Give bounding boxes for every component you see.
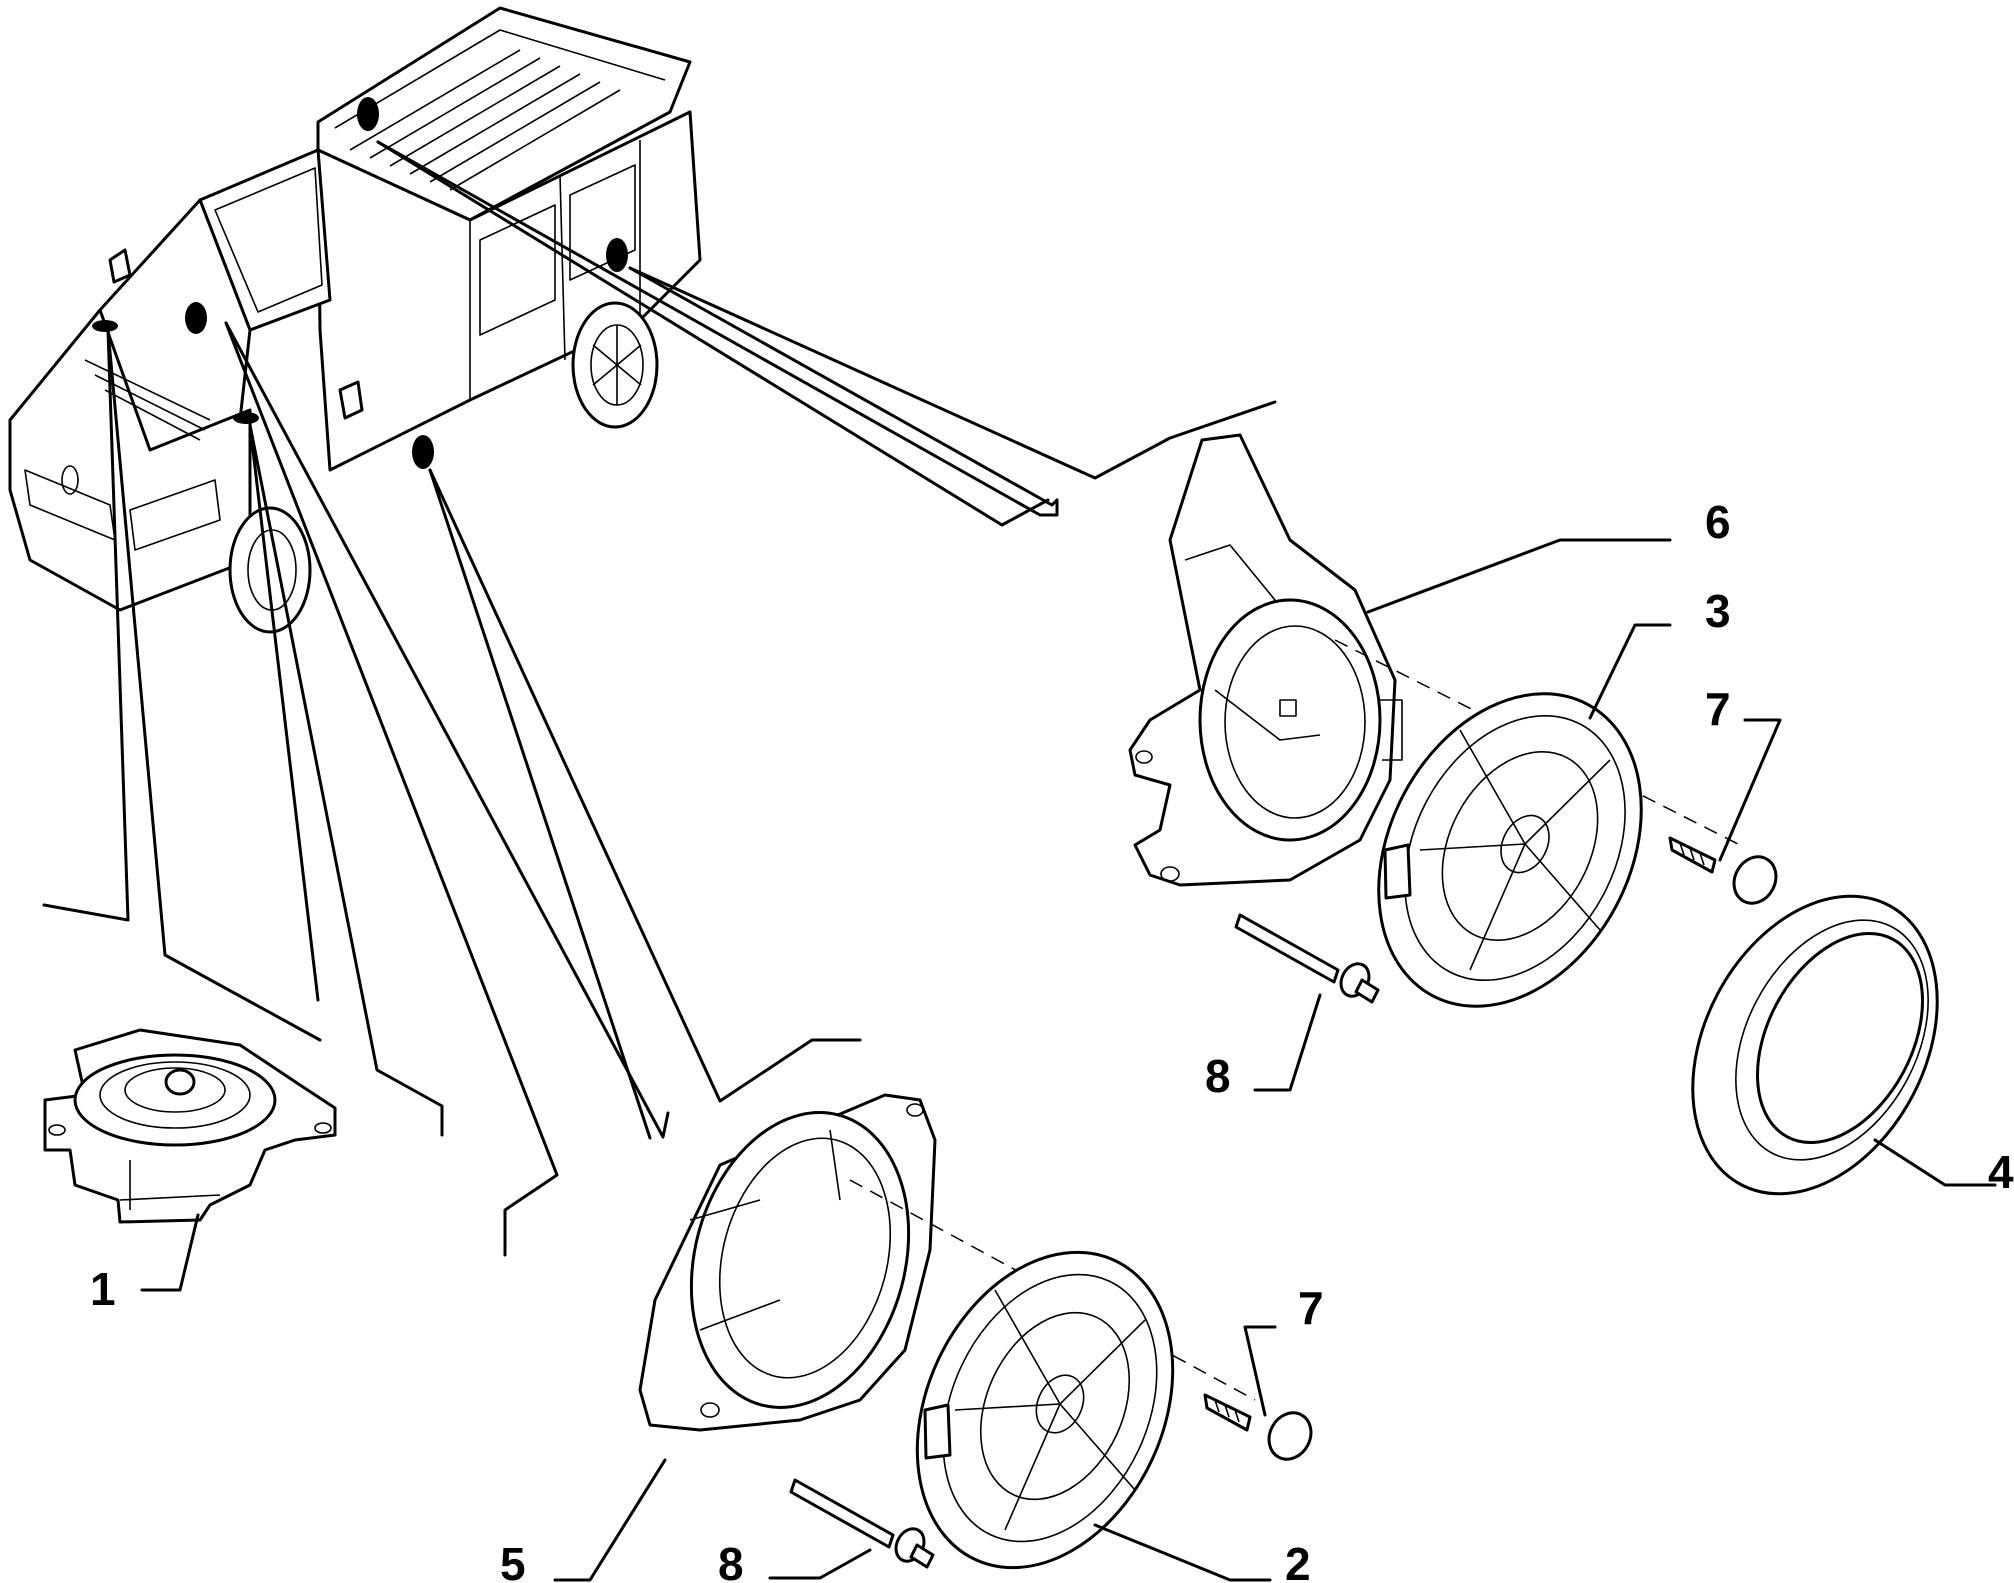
callout-2: 2 [1285, 1538, 1311, 1583]
callout-6: 6 [1705, 496, 1731, 548]
part-3-rear-speaker [1377, 692, 1643, 1008]
vehicle-illustration [8, 6, 702, 634]
part-7-screw-front [1203, 1393, 1313, 1461]
leader-lines [42, 140, 1277, 1257]
marker-rear-door [606, 238, 628, 272]
part-8-pin-rear [1234, 913, 1380, 1004]
callout-3: 3 [1705, 585, 1731, 637]
callout-7b: 7 [1298, 1282, 1324, 1334]
part-1-tweeter [43, 1028, 337, 1224]
part-6-rear-bracket [1128, 433, 1403, 887]
callout-7a: 7 [1705, 683, 1731, 735]
callout-8b: 8 [718, 1538, 744, 1583]
part-8-pin-front [789, 1478, 935, 1569]
marker-front-door [412, 435, 434, 469]
part-7-screw-rear [1668, 836, 1778, 905]
marker-dash-center [185, 302, 207, 334]
callout-4: 4 [1988, 1146, 2014, 1198]
callout-8a: 8 [1205, 1050, 1231, 1102]
callout-5: 5 [500, 1538, 526, 1583]
callout-leaders [140, 538, 1997, 1582]
marker-dash-right [233, 412, 259, 424]
callout-1: 1 [90, 1263, 116, 1315]
part-4-seal-ring [1691, 894, 1939, 1196]
axis-rear [1334, 639, 1741, 846]
part-2-front-speaker [915, 1250, 1175, 1570]
marker-dash-left [92, 320, 118, 332]
callout-labels: 1 2 3 4 5 6 7 7 8 8 [90, 496, 2014, 1583]
part-5-front-bracket [638, 1093, 937, 1432]
marker-roof [357, 97, 379, 131]
